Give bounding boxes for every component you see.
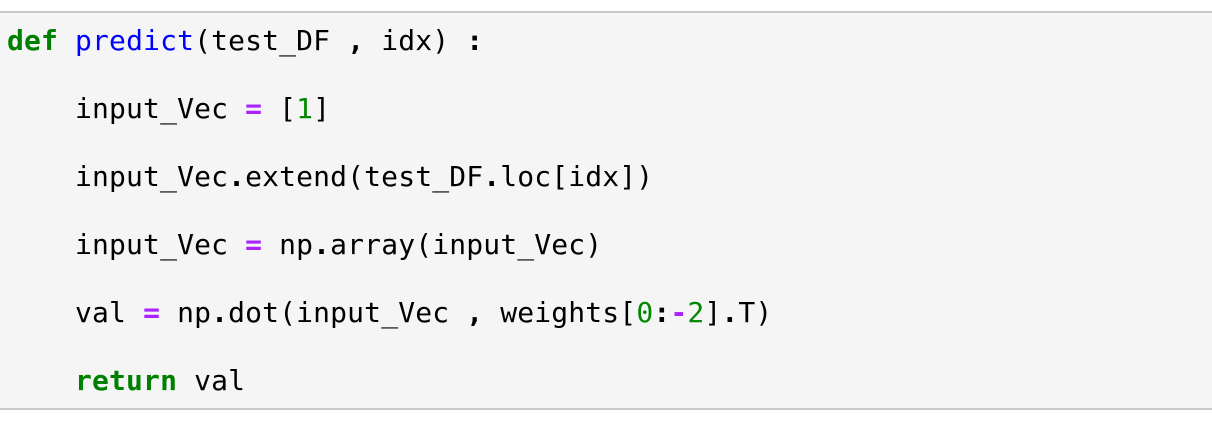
token-plain: array(input_Vec) (330, 228, 603, 261)
code-line: input_Vec = [1] (7, 92, 1204, 126)
token-punctuation: . (721, 296, 739, 329)
token-plain: np (262, 228, 314, 261)
token-plain: val (7, 296, 144, 329)
code-line: def predict(test_DF , idx) : (7, 24, 1204, 58)
notebook-page: def predict(test_DF , idx) : input_Vec =… (0, 11, 1212, 410)
token-operator: = (143, 296, 161, 329)
token-punctuation: . (211, 296, 229, 329)
code-line: val = np.dot(input_Vec , weights[0:-2].T… (7, 296, 1204, 330)
code-line-blank (7, 262, 1204, 296)
token-plain: (test_DF (194, 24, 348, 57)
token-plain: extend(test_DF (245, 160, 484, 193)
token-punctuation: . (228, 160, 246, 193)
token-operator: = (245, 92, 263, 125)
token-operator: - (670, 296, 688, 329)
token-punctuation: , (347, 24, 365, 57)
token-plain (7, 364, 75, 397)
token-keyword: return (75, 364, 178, 397)
code-line-blank (7, 126, 1204, 160)
code-line-blank (7, 58, 1204, 92)
token-plain: idx) (364, 24, 467, 57)
code-cell[interactable]: def predict(test_DF , idx) : input_Vec =… (0, 11, 1212, 410)
token-keyword: def (7, 24, 59, 57)
code-line-blank (7, 194, 1204, 228)
token-plain: input_Vec (7, 228, 246, 261)
code-line-blank (7, 330, 1204, 364)
token-plain: T) (738, 296, 773, 329)
token-plain: val (177, 364, 246, 397)
token-function: predict (75, 24, 195, 57)
token-punctuation: : (466, 24, 484, 57)
token-number: 1 (296, 92, 314, 125)
code-line: return val (7, 364, 1204, 398)
token-operator: = (245, 228, 263, 261)
token-punctuation: , (466, 296, 484, 329)
token-plain: dot(input_Vec (228, 296, 467, 329)
token-plain: input_Vec (7, 92, 246, 125)
code-line: input_Vec = np.array(input_Vec) (7, 228, 1204, 262)
token-number: 0 (636, 296, 654, 329)
code-editor[interactable]: def predict(test_DF , idx) : input_Vec =… (7, 24, 1204, 398)
token-plain: loc[idx]) (500, 160, 654, 193)
token-punctuation: . (483, 160, 501, 193)
token-punctuation: . (313, 228, 331, 261)
token-plain: ] (313, 92, 331, 125)
code-line: input_Vec.extend(test_DF.loc[idx]) (7, 160, 1204, 194)
token-punctuation: : (653, 296, 671, 329)
token-plain: np (160, 296, 212, 329)
token-plain: [ (262, 92, 297, 125)
token-plain: weights[ (483, 296, 637, 329)
token-number: 2 (687, 296, 705, 329)
token-plain: input_Vec (7, 160, 229, 193)
token-plain (58, 24, 75, 57)
token-plain: ] (704, 296, 722, 329)
